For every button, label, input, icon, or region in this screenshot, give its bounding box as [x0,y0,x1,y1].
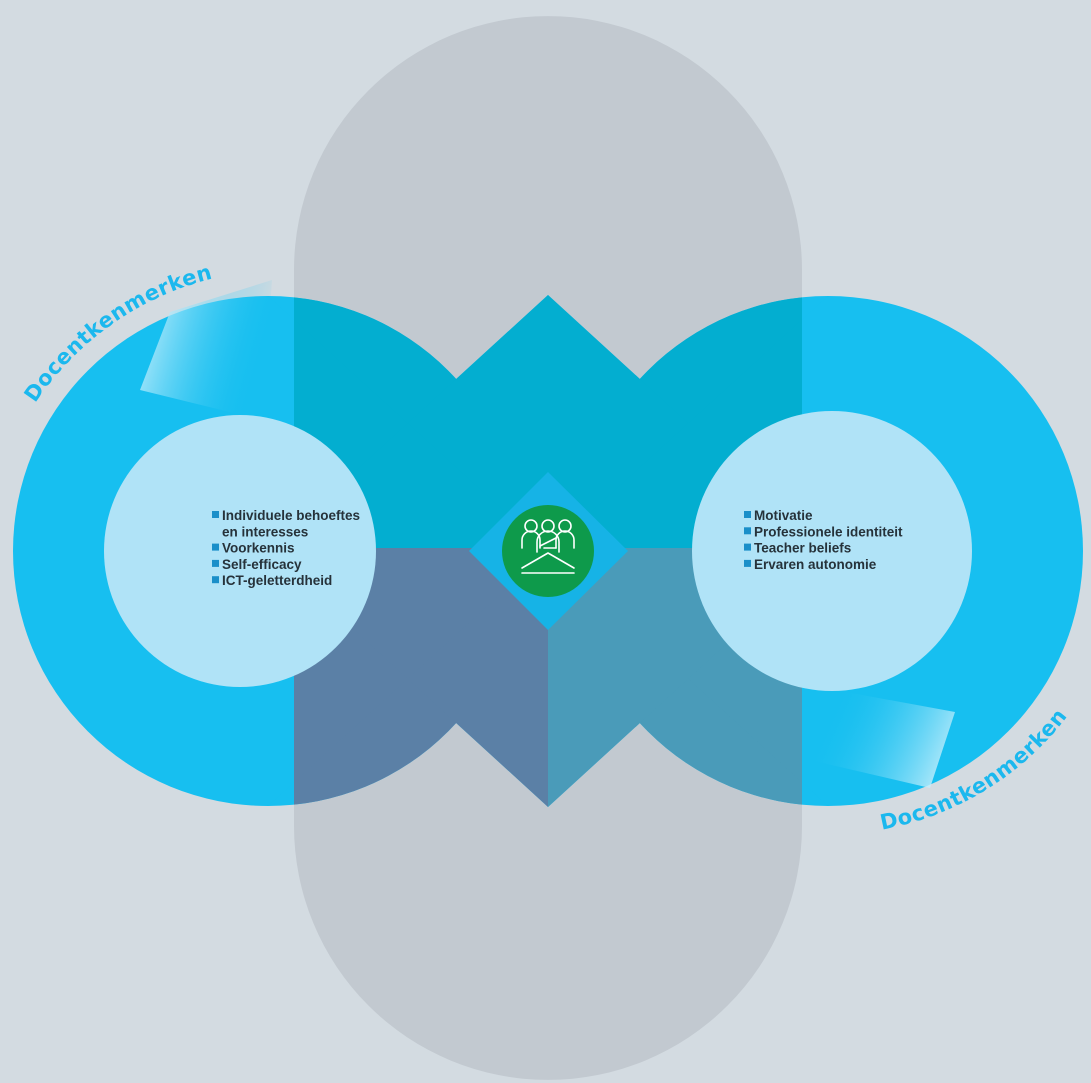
left-inner-circle [104,415,376,687]
bullet-square [212,543,219,551]
list-item-text: en interesses [222,524,308,539]
bullet-square [212,576,219,584]
bullet-square [212,511,219,518]
teacher-with-group-icon [521,519,575,574]
bullet-square [212,559,219,567]
list-item-text: Professionele identiteit [754,524,903,539]
right-ring-highlight [810,690,955,788]
bullet-square [744,527,751,535]
list-item-text: Teacher beliefs [754,541,851,556]
bullet-square [744,559,751,567]
left-ring-highlight [140,280,272,420]
list-item-text: Individuele behoeftes [222,508,360,523]
list-item-text: ICT-geletterdheid [222,573,332,588]
right-inner-circle [692,411,972,691]
list-item-text: Self-efficacy [222,557,302,572]
bullet-square [744,511,751,518]
list-item-text: Motivatie [754,508,813,523]
bullet-square [744,543,751,551]
center-badge [502,505,594,597]
list-item-text: Ervaren autonomie [754,557,877,572]
list-item-text: Voorkennis [222,541,295,556]
overlap-region [294,295,802,807]
